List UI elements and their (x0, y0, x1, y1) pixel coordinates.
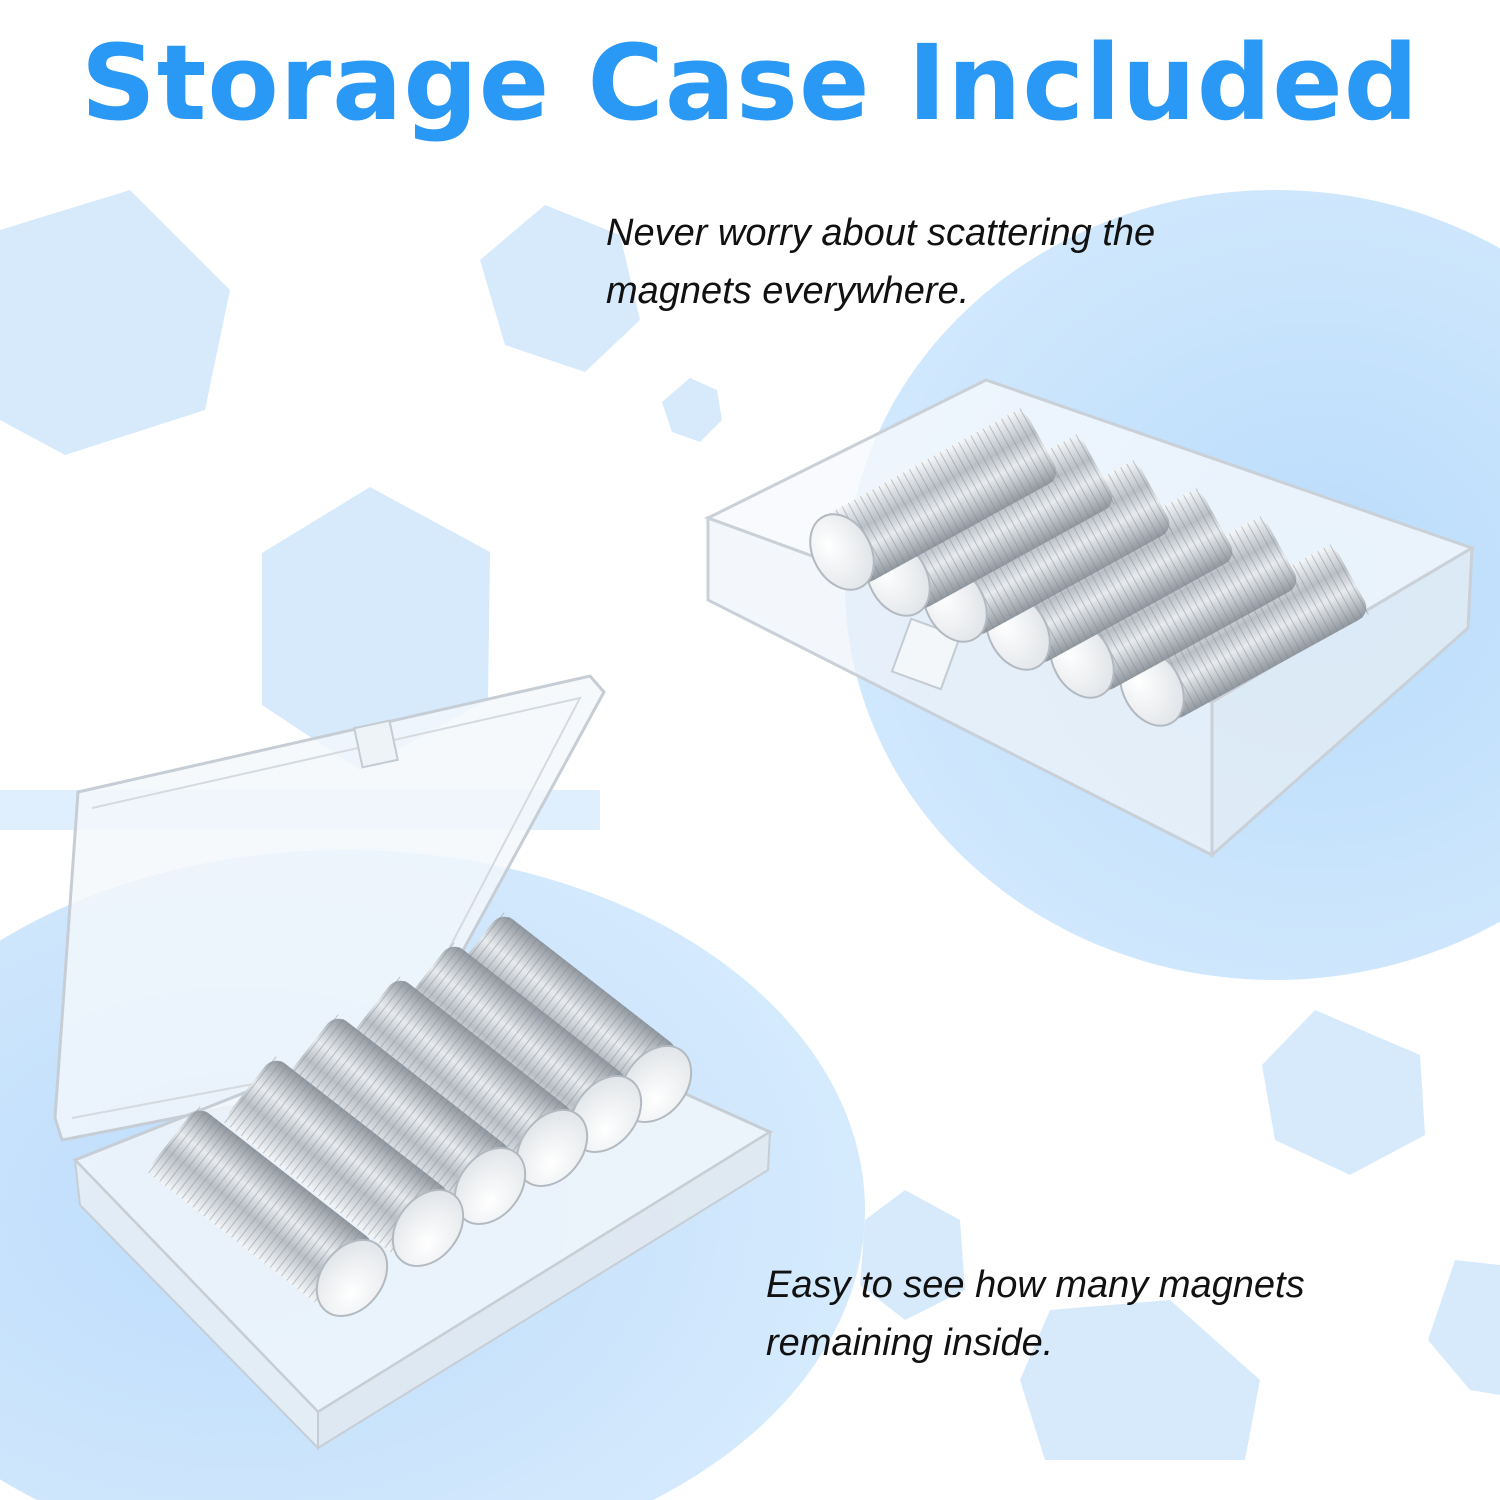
magnet-stack (809, 406, 1062, 591)
magnet-stack (146, 1104, 389, 1317)
hexagon-shape-3 (662, 378, 722, 442)
hexagon-shape-2 (480, 205, 640, 372)
hexagon-shape-7 (1020, 1300, 1260, 1460)
caption-line: Easy to see how many magnets (766, 1264, 1305, 1306)
magnet-stack-ridges (222, 1054, 454, 1262)
closed-storage-case (704, 378, 1476, 859)
magnet-stack-ridges (400, 940, 632, 1148)
hexagon-shape-5 (1262, 1010, 1425, 1175)
hexagon-shape-1 (0, 190, 230, 455)
caption-visibility: Easy to see how many magnets remaining i… (766, 1256, 1305, 1372)
magnet-stack-ridges (998, 486, 1238, 668)
open-storage-case (53, 674, 774, 1451)
case-base-side (317, 1130, 772, 1450)
magnet-stack-ridges (346, 974, 578, 1182)
caption-line: remaining inside. (766, 1322, 1054, 1364)
case-lid-inner-edge (71, 696, 582, 1119)
magnet-stack-ridges (1062, 514, 1302, 696)
caption-line: Never worry about scattering the (606, 212, 1156, 254)
caption-scattering: Never worry about scattering the magnets… (606, 204, 1155, 320)
hexagon-shape-6 (860, 1190, 965, 1320)
magnet-stack (222, 1054, 465, 1267)
magnet-stack-ridges (1132, 542, 1372, 724)
hexagon-shape-8 (1428, 1260, 1500, 1395)
magnet-face (391, 1189, 465, 1267)
magnet-stack (346, 974, 589, 1187)
magnet-face (315, 1239, 389, 1317)
magnet-stack (284, 1012, 527, 1225)
magnet-stack-ridges (284, 1012, 516, 1220)
magnet-face (453, 1147, 527, 1225)
magnet-stack (400, 940, 643, 1153)
magnet-face (809, 513, 875, 591)
page-title: Storage Case Included (80, 22, 1420, 144)
magnet-stack-ridges (450, 910, 682, 1118)
magnet-face (515, 1109, 589, 1187)
hexagon-shape-4 (262, 487, 490, 770)
magnet-stack-ridges (822, 406, 1062, 588)
case-side-wall (1210, 545, 1474, 859)
magnet-stack-ridges (146, 1104, 378, 1312)
case-lid-clasp (353, 719, 399, 769)
magnet-stack (1119, 542, 1372, 727)
caption-line: magnets everywhere. (606, 270, 970, 312)
